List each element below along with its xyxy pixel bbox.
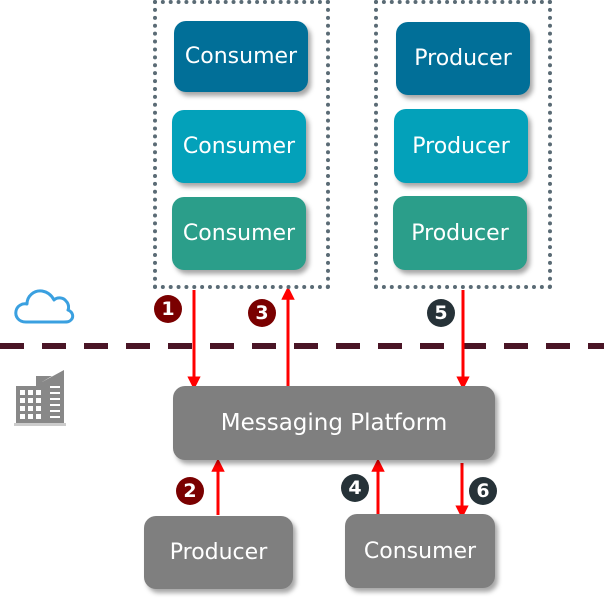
cloud-consumer-group	[153, 0, 330, 289]
onprem-consumer[interactable]: Consumer	[345, 514, 495, 588]
cloud-icon	[14, 289, 75, 324]
onprem-consumer-label: Consumer	[363, 538, 477, 564]
cloud-producer-3[interactable]: Producer	[393, 196, 527, 270]
cloud-consumer-1-label: Consumer	[184, 44, 298, 69]
cloud-consumer-3[interactable]: Consumer	[172, 197, 306, 270]
cloud-producer-2-label: Producer	[412, 133, 510, 159]
onprem-producer-label: Producer	[169, 540, 268, 565]
step-badge-2: 2	[176, 477, 204, 505]
onprem-producer[interactable]: Producer	[144, 516, 293, 589]
messaging-platform-label: Messaging Platform	[220, 410, 448, 436]
step-badge-5: 5	[427, 299, 455, 327]
cloud-producer-group	[374, 0, 552, 289]
cloud-producer-1-label: Producer	[414, 46, 512, 71]
messaging-platform[interactable]: Messaging Platform	[173, 386, 495, 460]
cloud-producer-3-label: Producer	[411, 220, 509, 246]
cloud-producer-1[interactable]: Producer	[396, 22, 530, 95]
cloud-consumer-1[interactable]: Consumer	[174, 21, 308, 92]
cloud-consumer-2-label: Consumer	[182, 134, 296, 159]
step-badge-1: 1	[154, 295, 182, 323]
step-badge-4: 4	[341, 474, 369, 502]
cloud-consumer-3-label: Consumer	[182, 221, 296, 246]
cloud-consumer-2[interactable]: Consumer	[172, 110, 306, 183]
step-badge-3: 3	[248, 299, 276, 327]
cloud-producer-2[interactable]: Producer	[394, 109, 528, 183]
building-icon	[14, 370, 66, 426]
step-badge-6: 6	[469, 477, 497, 505]
